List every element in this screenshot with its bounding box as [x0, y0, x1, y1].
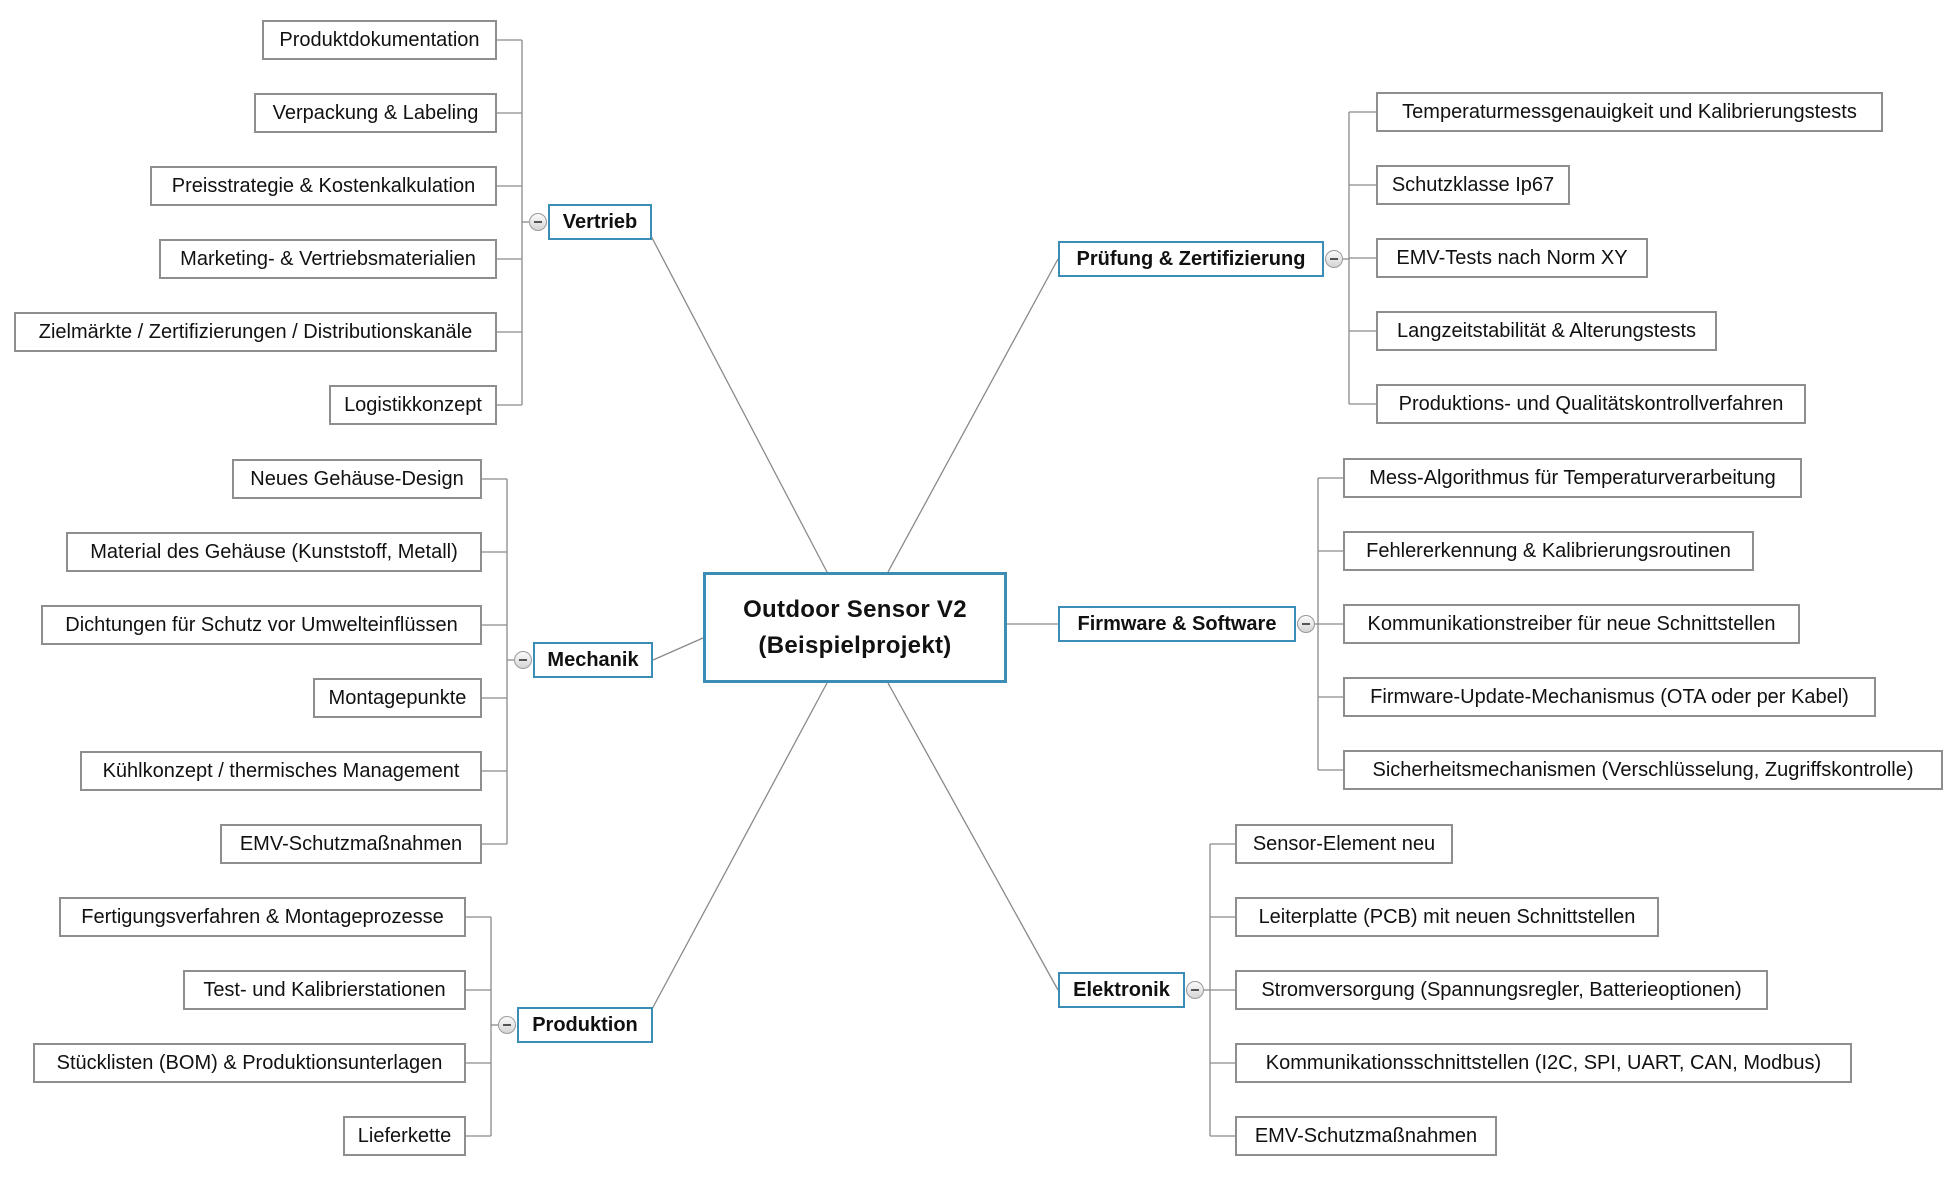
- leaf-topic-label: EMV-Schutzmaßnahmen: [1254, 1124, 1478, 1147]
- root-link-elektronik: [887, 682, 1059, 991]
- branch-topic-label: Prüfung & Zertifizierung: [1076, 247, 1306, 270]
- leaf-topic-label: Stromversorgung (Spannungsregler, Batter…: [1261, 978, 1742, 1001]
- branch-topic-label: Firmware & Software: [1077, 612, 1277, 635]
- leaf-topic-lieferkette[interactable]: Lieferkette: [343, 1116, 466, 1156]
- branch-topic-elektronik[interactable]: Elektronik: [1058, 972, 1185, 1008]
- leaf-topic-temperaturmessgenauigkeit-und-kalibrierungstests[interactable]: Temperaturmessgenauigkeit und Kalibrieru…: [1376, 92, 1883, 132]
- branch-topic-label: Mechanik: [547, 648, 639, 671]
- leaf-topic-label: Zielmärkte / Zertifizierungen / Distribu…: [38, 320, 473, 343]
- leaf-topic-langzeitstabilitat-alterungstests[interactable]: Langzeitstabilität & Alterungstests: [1376, 311, 1717, 351]
- root-topic-line-2: (Beispielprojekt): [758, 631, 952, 659]
- leaf-topic-emv-schutzma-nahmen[interactable]: EMV-Schutzmaßnahmen: [1235, 1116, 1497, 1156]
- collapse-icon[interactable]: [1325, 250, 1343, 268]
- leaf-topic-sicherheitsmechanismen-verschlusselung-zugriffskontrolle[interactable]: Sicherheitsmechanismen (Verschlüsselung,…: [1343, 750, 1943, 790]
- branch-topic-label: Vertrieb: [562, 210, 638, 233]
- leaf-topic-label: Marketing- & Vertriebsmaterialien: [180, 247, 476, 270]
- collapse-icon[interactable]: [514, 651, 532, 669]
- root-link-mechanik: [652, 637, 704, 661]
- leaf-topic-montagepunkte[interactable]: Montagepunkte: [313, 678, 482, 718]
- branch-topic-firmware[interactable]: Firmware & Software: [1058, 606, 1296, 642]
- leaf-topic-firmware-update-mechanismus-ota-oder-per-kabel[interactable]: Firmware-Update-Mechanismus (OTA oder pe…: [1343, 677, 1876, 717]
- leaf-topic-leiterplatte-pcb-mit-neuen-schnittstellen[interactable]: Leiterplatte (PCB) mit neuen Schnittstel…: [1235, 897, 1659, 937]
- leaf-topic-label: EMV-Tests nach Norm XY: [1396, 246, 1628, 269]
- leaf-topic-fehlererkennung-kalibrierungsroutinen[interactable]: Fehlererkennung & Kalibrierungsroutinen: [1343, 531, 1754, 571]
- root-link-pruefung: [887, 258, 1059, 573]
- branch-topic-pruefung[interactable]: Prüfung & Zertifizierung: [1058, 241, 1324, 277]
- leaf-topic-emv-schutzma-nahmen[interactable]: EMV-Schutzmaßnahmen: [220, 824, 482, 864]
- leaf-topic-label: Sensor-Element neu: [1252, 832, 1436, 855]
- leaf-topic-label: Montagepunkte: [328, 686, 467, 709]
- root-link-vertrieb: [649, 233, 828, 573]
- leaf-topic-test-und-kalibrierstationen[interactable]: Test- und Kalibrierstationen: [183, 970, 466, 1010]
- leaf-topic-preisstrategie-kostenkalkulation[interactable]: Preisstrategie & Kostenkalkulation: [150, 166, 497, 206]
- branch-topic-vertrieb[interactable]: Vertrieb: [548, 204, 652, 240]
- leaf-topic-sensor-element-neu[interactable]: Sensor-Element neu: [1235, 824, 1453, 864]
- leaf-topic-label: Produktions- und Qualitätskontrollverfah…: [1398, 392, 1784, 415]
- leaf-topic-label: Kommunikationsschnittstellen (I2C, SPI, …: [1265, 1051, 1822, 1074]
- leaf-topic-kommunikationsschnittstellen-i2c-spi-uart-can-modbus[interactable]: Kommunikationsschnittstellen (I2C, SPI, …: [1235, 1043, 1852, 1083]
- leaf-topic-label: Lieferkette: [357, 1124, 452, 1147]
- collapse-icon[interactable]: [1186, 981, 1204, 999]
- leaf-topic-material-des-gehause-kunststoff-metall[interactable]: Material des Gehäuse (Kunststoff, Metall…: [66, 532, 482, 572]
- leaf-topic-dichtungen-fur-schutz-vor-umwelteinflussen[interactable]: Dichtungen für Schutz vor Umwelteinflüss…: [41, 605, 482, 645]
- leaf-topic-label: Kühlkonzept / thermisches Management: [102, 759, 460, 782]
- branch-topic-mechanik[interactable]: Mechanik: [533, 642, 653, 678]
- leaf-topic-schutzklasse-ip67[interactable]: Schutzklasse Ip67: [1376, 165, 1570, 205]
- leaf-topic-stucklisten-bom-produktionsunterlagen[interactable]: Stücklisten (BOM) & Produktionsunterlage…: [33, 1043, 466, 1083]
- leaf-topic-mess-algorithmus-fur-temperaturverarbeitung[interactable]: Mess-Algorithmus für Temperaturverarbeit…: [1343, 458, 1802, 498]
- collapse-icon[interactable]: [1297, 615, 1315, 633]
- leaf-topic-label: Langzeitstabilität & Alterungstests: [1396, 319, 1697, 342]
- leaf-topic-label: Sicherheitsmechanismen (Verschlüsselung,…: [1372, 758, 1914, 781]
- leaf-topic-zielmarkte-zertifizierungen-distributionskanale[interactable]: Zielmärkte / Zertifizierungen / Distribu…: [14, 312, 497, 352]
- leaf-topic-stromversorgung-spannungsregler-batterieoptionen[interactable]: Stromversorgung (Spannungsregler, Batter…: [1235, 970, 1768, 1010]
- leaf-topic-verpackung-labeling[interactable]: Verpackung & Labeling: [254, 93, 497, 133]
- leaf-topic-label: Verpackung & Labeling: [272, 101, 479, 124]
- leaf-topic-label: Produktdokumentation: [279, 28, 480, 51]
- leaf-topic-emv-tests-nach-norm-xy[interactable]: EMV-Tests nach Norm XY: [1376, 238, 1648, 278]
- branch-topic-produktion[interactable]: Produktion: [517, 1007, 653, 1043]
- leaf-topic-label: Stücklisten (BOM) & Produktionsunterlage…: [56, 1051, 443, 1074]
- leaf-topic-label: Material des Gehäuse (Kunststoff, Metall…: [90, 540, 458, 563]
- leaf-topic-neues-gehause-design[interactable]: Neues Gehäuse-Design: [232, 459, 482, 499]
- leaf-topic-label: Mess-Algorithmus für Temperaturverarbeit…: [1369, 466, 1776, 489]
- leaf-topic-label: Test- und Kalibrierstationen: [203, 978, 446, 1001]
- leaf-topic-label: Dichtungen für Schutz vor Umwelteinflüss…: [65, 613, 458, 636]
- leaf-topic-label: Preisstrategie & Kostenkalkulation: [171, 174, 476, 197]
- leaf-topic-marketing-vertriebsmaterialien[interactable]: Marketing- & Vertriebsmaterialien: [159, 239, 497, 279]
- leaf-topic-label: Temperaturmessgenauigkeit und Kalibrieru…: [1402, 100, 1857, 123]
- leaf-topic-label: Logistikkonzept: [344, 393, 482, 416]
- leaf-topic-produktdokumentation[interactable]: Produktdokumentation: [262, 20, 497, 60]
- branch-topic-label: Elektronik: [1073, 978, 1170, 1001]
- leaf-topic-label: Fehlererkennung & Kalibrierungsroutinen: [1366, 539, 1731, 562]
- leaf-topic-label: Kommunikationstreiber für neue Schnittst…: [1367, 612, 1776, 635]
- root-topic[interactable]: Outdoor Sensor V2 (Beispielprojekt): [703, 572, 1007, 683]
- leaf-topic-label: Firmware-Update-Mechanismus (OTA oder pe…: [1370, 685, 1849, 708]
- leaf-topic-kuhlkonzept-thermisches-management[interactable]: Kühlkonzept / thermisches Management: [80, 751, 482, 791]
- leaf-topic-label: Neues Gehäuse-Design: [250, 467, 464, 490]
- leaf-topic-logistikkonzept[interactable]: Logistikkonzept: [329, 385, 497, 425]
- leaf-topic-fertigungsverfahren-montageprozesse[interactable]: Fertigungsverfahren & Montageprozesse: [59, 897, 466, 937]
- leaf-topic-label: Schutzklasse Ip67: [1391, 173, 1555, 196]
- collapse-icon[interactable]: [529, 213, 547, 231]
- leaf-topic-produktions-und-qualitatskontrollverfahren[interactable]: Produktions- und Qualitätskontrollverfah…: [1376, 384, 1806, 424]
- root-link-produktion: [650, 682, 828, 1012]
- leaf-topic-kommunikationstreiber-fur-neue-schnittstellen[interactable]: Kommunikationstreiber für neue Schnittst…: [1343, 604, 1800, 644]
- leaf-topic-label: EMV-Schutzmaßnahmen: [239, 832, 463, 855]
- branch-topic-label: Produktion: [532, 1013, 638, 1036]
- leaf-topic-label: Fertigungsverfahren & Montageprozesse: [81, 905, 444, 928]
- leaf-topic-label: Leiterplatte (PCB) mit neuen Schnittstel…: [1258, 905, 1636, 928]
- collapse-icon[interactable]: [498, 1016, 516, 1034]
- root-topic-line-1: Outdoor Sensor V2: [743, 595, 967, 623]
